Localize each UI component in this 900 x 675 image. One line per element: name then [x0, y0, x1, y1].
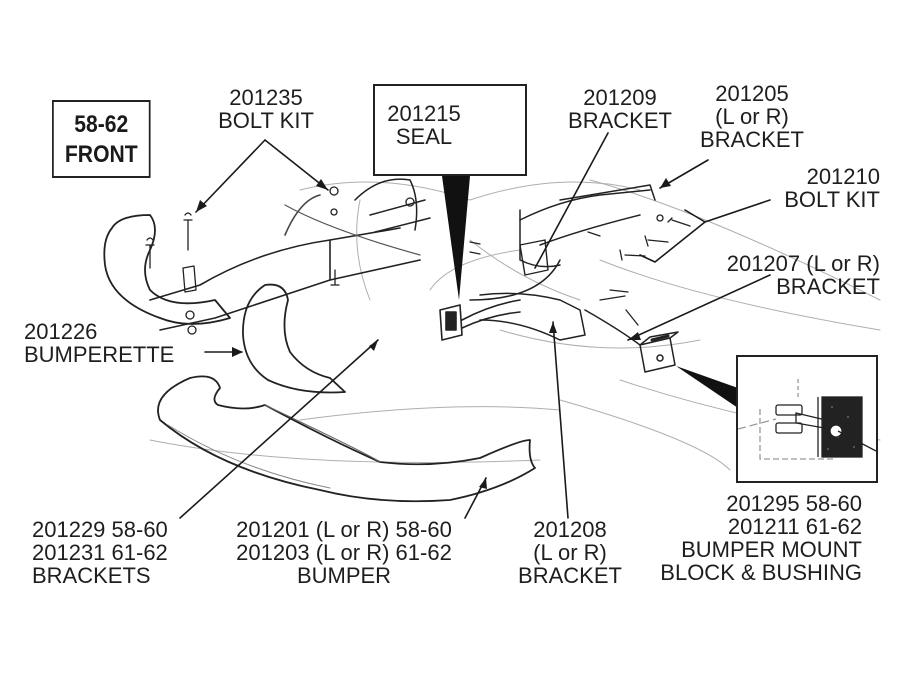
callout-bracket-201208: 201208 (L or R) BRACKET [512, 518, 628, 587]
frame-rail-right [469, 184, 656, 346]
title-years: 58-62 [74, 111, 129, 138]
part-description: BRACKET [776, 274, 880, 299]
callout-seal: 201215 SEAL [382, 102, 466, 148]
leader-lines [179, 132, 771, 519]
part-number-61-62: 201203 (L or R) 61-62 [236, 540, 452, 565]
bumper-bar [157, 375, 536, 503]
callout-bracket-201207: 201207 (L or R) BRACKET [700, 252, 880, 298]
callout-bumperette-201226: 201226 BUMPERETTE [24, 320, 174, 366]
part-number-58-60: 201295 58-60 [726, 491, 862, 516]
part-side: (L or R) [715, 104, 789, 129]
mount-block [639, 331, 679, 373]
callout-bumper-201201: 201201 (L or R) 58-60 201203 (L or R) 61… [226, 518, 462, 587]
mount-block-detail-icon [737, 379, 877, 460]
bolts [145, 186, 691, 335]
part-number: 201205 [715, 81, 789, 106]
part-description: BOLT KIT [784, 187, 880, 212]
bumperette-left [103, 214, 231, 325]
part-number: 201207 (L or R) [726, 251, 880, 276]
callout-bolt-kit-201235: 201235 BOLT KIT [214, 86, 318, 132]
part-description-2: BLOCK & BUSHING [660, 560, 862, 585]
mount-block-pointer [676, 366, 738, 408]
part-number: 201208 [533, 517, 607, 542]
part-side: (L or R) [533, 540, 607, 565]
mount-block-inset [736, 355, 878, 483]
part-number: 201226 [24, 319, 98, 344]
part-number-58-60: 201201 (L or R) 58-60 [236, 517, 452, 542]
callout-bolt-kit-201210: 201210 BOLT KIT [770, 165, 880, 211]
part-description: BUMPERETTE [24, 342, 175, 367]
callout-bracket-201209: 201209 BRACKET [560, 86, 680, 132]
part-description: BOLT KIT [218, 108, 314, 133]
cross-member [354, 178, 431, 233]
seal-pointer [442, 176, 470, 300]
part-number: 201210 [806, 164, 880, 189]
callout-brackets-201229: 201229 58-60 201231 61-62 BRACKETS [32, 518, 168, 587]
title-box: 58-62 FRONT [52, 100, 151, 178]
part-description: BRACKET [518, 563, 622, 588]
bumperette-front [242, 283, 346, 394]
callout-bracket-201205: 201205 (L or R) BRACKET [694, 82, 810, 151]
part-description: BRACKET [568, 108, 672, 133]
arrowheads [196, 178, 671, 489]
part-number: 201209 [583, 85, 657, 110]
callout-mount-block-201295: 201295 58-60 201211 61-62 BUMPER MOUNT B… [640, 492, 862, 584]
part-description: BRACKETS [32, 563, 151, 588]
part-number-61-62: 201211 61-62 [727, 514, 862, 539]
part-description: BUMPER MOUNT [681, 537, 862, 562]
bracket-201209 [519, 239, 549, 276]
part-number-58-60: 201229 58-60 [32, 517, 168, 542]
part-description: BRACKET [700, 127, 804, 152]
part-number: 201215 [387, 101, 461, 126]
frame-rail-left [149, 194, 421, 331]
title-location: FRONT [64, 141, 138, 168]
part-description: SEAL [395, 124, 453, 149]
seal-callout-box [373, 84, 527, 176]
part-description: BUMPER [296, 563, 392, 588]
seal-bracket [439, 299, 521, 341]
part-number: 201235 [229, 85, 303, 110]
part-number-61-62: 201231 61-62 [32, 540, 168, 565]
